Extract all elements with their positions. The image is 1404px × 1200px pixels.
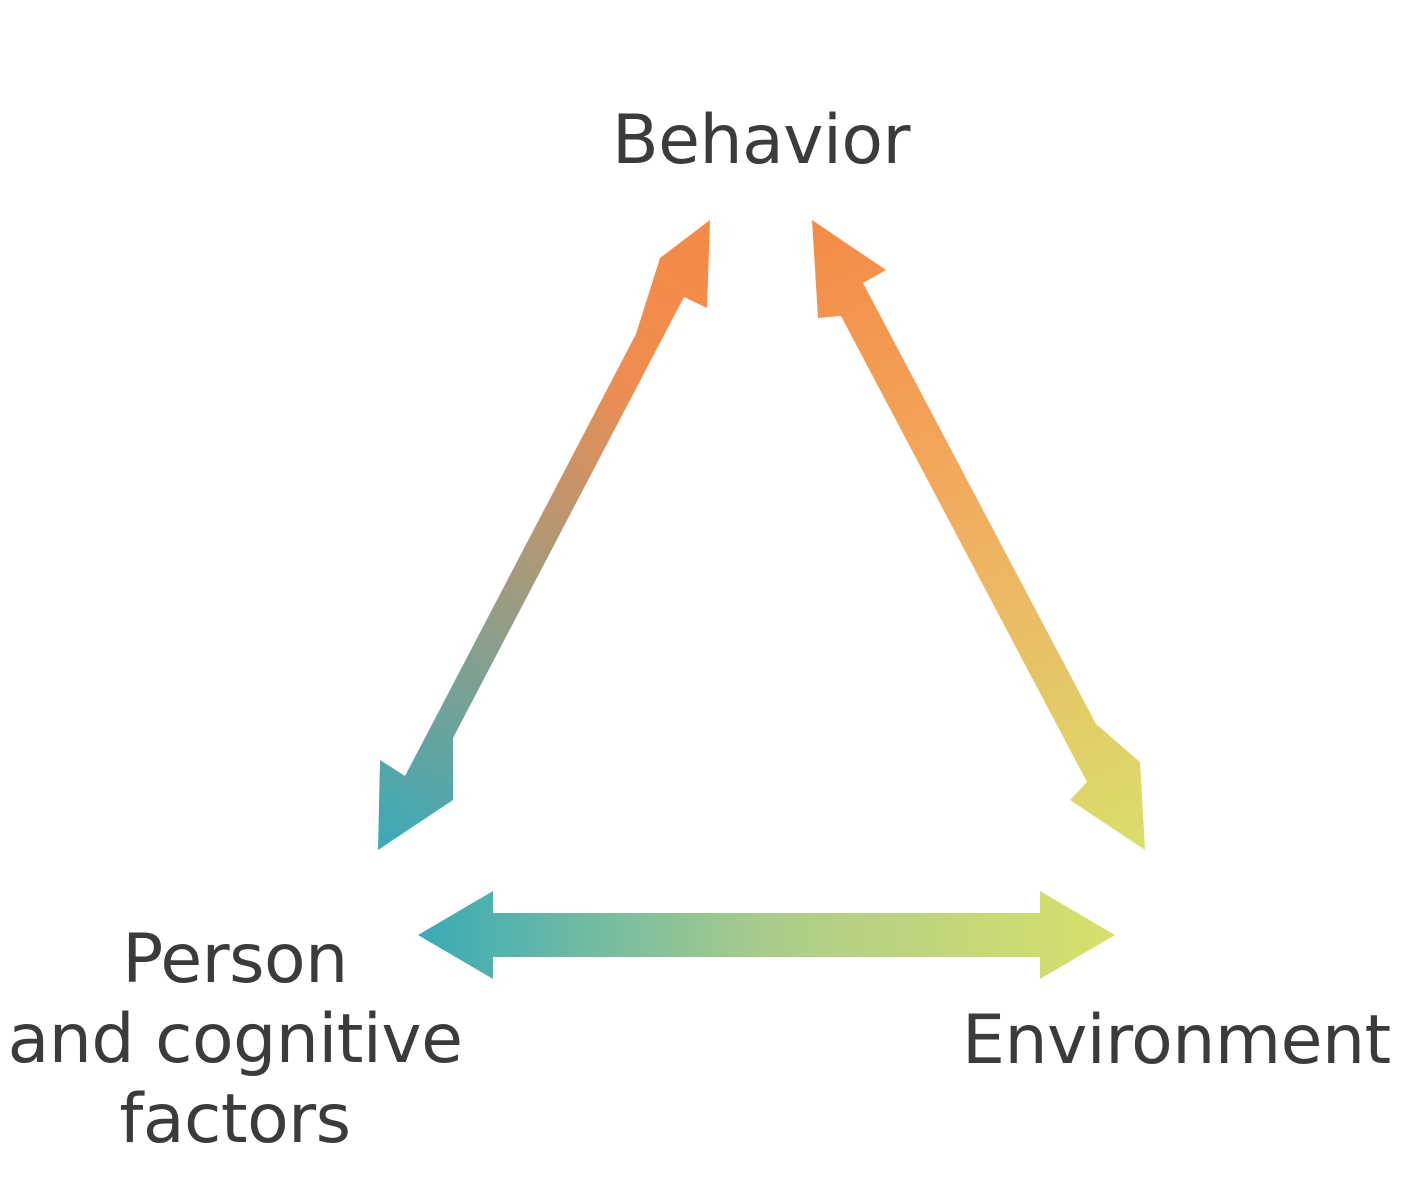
arrow-person-environment <box>418 891 1115 979</box>
arrow-behavior-environment <box>812 220 1145 850</box>
node-person-line3: factors <box>119 1080 351 1160</box>
node-behavior-label: Behavior <box>612 101 910 180</box>
node-person-label: Person and cognitive factors <box>0 920 470 1161</box>
node-person-line1: Person <box>122 920 348 999</box>
arrow-behavior-person <box>378 220 710 850</box>
node-person-line2: and cognitive <box>7 1000 463 1080</box>
node-environment-label: Environment <box>962 1001 1391 1080</box>
